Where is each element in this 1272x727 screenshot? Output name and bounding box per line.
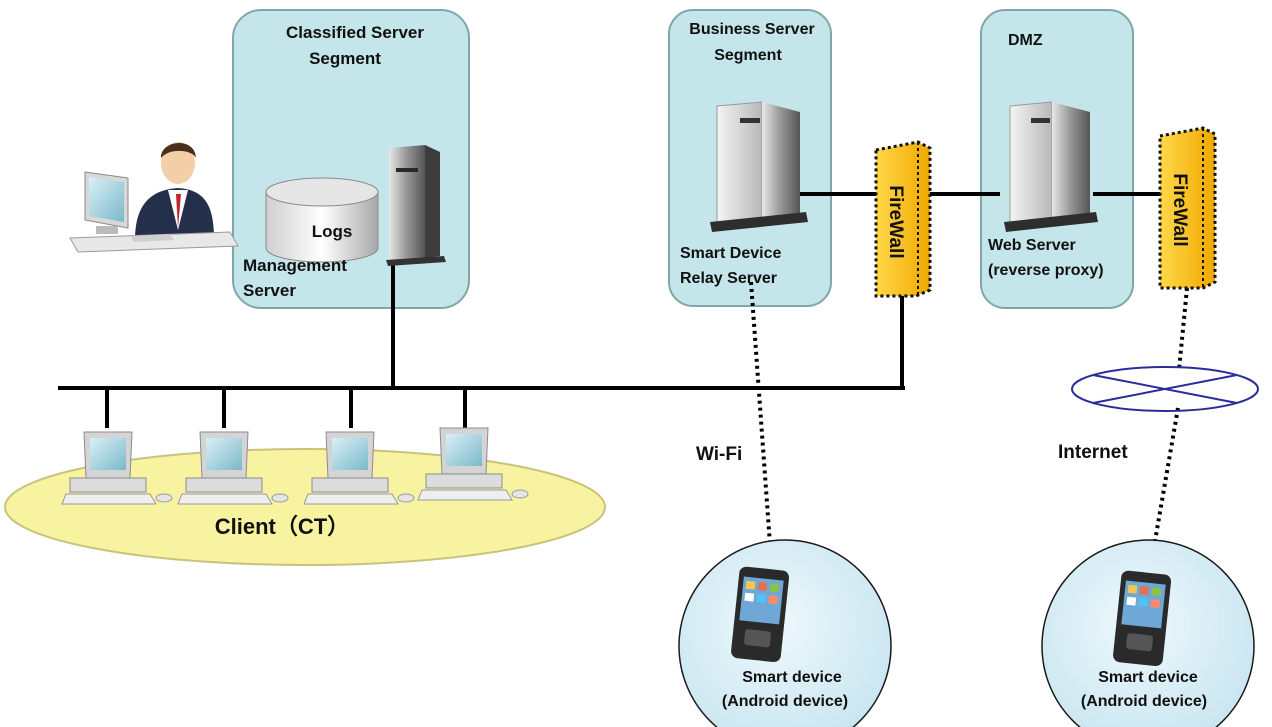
- smart-device-circle-wifi: [678, 539, 892, 727]
- smart-device-wifi-label-line2: (Android device): [722, 693, 848, 710]
- logs-label: Logs: [312, 222, 353, 241]
- client-pc-icon: [177, 431, 289, 505]
- management-server-tower-icon: [386, 145, 446, 266]
- firewall-outer-icon: [1158, 126, 1217, 290]
- web-server-label-line1: Web Server: [988, 237, 1076, 254]
- client-pc-icon: [417, 427, 529, 501]
- administrator-icon: [69, 142, 239, 253]
- management-server-label-line1: Management: [243, 256, 347, 275]
- wifi-label: Wi-Fi: [696, 444, 742, 465]
- firewall-outer-label: FireWall: [1169, 173, 1190, 246]
- smart-device-internet-label-line1: Smart device: [1098, 669, 1198, 686]
- business-segment-title-line1: Business Server: [689, 21, 814, 38]
- management-server-label-line2: Server: [243, 281, 296, 300]
- wireless-links: [749, 281, 1189, 573]
- relay-server-label-line2: Relay Server: [680, 270, 777, 287]
- web-server-tower-icon: [1004, 101, 1098, 232]
- smartphone-icon: [1113, 570, 1172, 667]
- business-segment-title-line2: Segment: [714, 47, 782, 64]
- relay-server-tower-icon: [710, 101, 808, 232]
- smart-device-internet-label-line2: (Android device): [1081, 693, 1207, 710]
- dmz-title: DMZ: [1008, 32, 1043, 49]
- relay-server-label-line1: Smart Device: [680, 245, 781, 262]
- firewall-inner-icon: [874, 140, 932, 298]
- internet-icon: [1071, 366, 1259, 412]
- client-pc-icon: [61, 431, 173, 505]
- smart-device-wifi-label-line1: Smart device: [742, 669, 842, 686]
- client-pc-icon: [303, 431, 415, 505]
- smartphone-icon: [731, 566, 790, 663]
- logs-database-icon: [265, 177, 379, 263]
- client-label: Client（CT）: [215, 514, 349, 539]
- firewall-inner-label: FireWall: [885, 185, 906, 258]
- web-server-label-line2: (reverse proxy): [988, 262, 1104, 279]
- classified-segment-title-line2: Segment: [309, 49, 381, 68]
- classified-segment-title-line1: Classified Server: [286, 23, 424, 42]
- internet-label: Internet: [1058, 442, 1128, 463]
- lan-wires: [58, 192, 1160, 428]
